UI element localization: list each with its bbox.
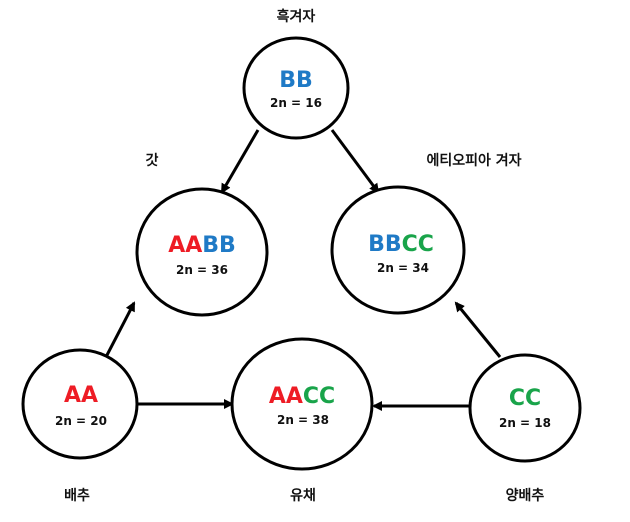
node-a-circle — [21, 348, 139, 460]
species-label-c: 양배추 — [506, 488, 545, 504]
species-label-bc: 에티오피아 겨자 — [426, 152, 521, 169]
node-a-genome-label: AA — [64, 383, 98, 408]
node-bc-genome: BBCC 2n = 34 — [330, 185, 466, 315]
node-a-chromosome-count: 2n = 20 — [55, 414, 107, 428]
node-a-genome-part-1: AA — [64, 383, 98, 408]
node-c-genome-part-1: CC — [509, 386, 541, 411]
node-ab-genome-label: AABB — [168, 233, 236, 258]
species-label-b: 흑겨자 — [277, 8, 316, 25]
node-ab-chromosome-count: 2n = 36 — [176, 263, 228, 277]
species-label-ac: 유채 — [290, 488, 316, 504]
node-bc-genome-part-2: CC — [402, 232, 434, 257]
arrow-a-to-ab — [104, 301, 136, 358]
node-bc-chromosome-count: 2n = 34 — [377, 261, 429, 275]
node-b-circle — [242, 36, 350, 140]
node-c-genome-label: CC — [509, 386, 541, 411]
node-c-chromosome-count: 2n = 18 — [499, 416, 551, 430]
node-ac-circle — [230, 337, 374, 471]
species-label-a: 배추 — [64, 488, 90, 504]
node-c-circle — [468, 353, 582, 463]
node-b-chromosome-count: 2n = 16 — [270, 96, 322, 110]
node-ac-chromosome-count: 2n = 38 — [277, 413, 329, 427]
node-a-genome: AA 2n = 20 — [21, 348, 139, 460]
arrow-c-to-bc — [454, 301, 502, 358]
node-bc-circle — [330, 185, 466, 315]
arrow-b-to-bc — [330, 129, 380, 194]
node-ac-genome: AACC 2n = 38 — [230, 337, 374, 471]
node-ac-genome-part-2: CC — [303, 384, 335, 409]
node-c-genome: CC 2n = 18 — [468, 353, 582, 463]
species-label-ab: 갓 — [146, 152, 159, 169]
node-ac-genome-label: AACC — [269, 384, 335, 409]
node-ab-genome: AABB 2n = 36 — [135, 187, 269, 317]
node-b-genome-label: BB — [279, 68, 313, 93]
node-b-genome-part-1: BB — [279, 68, 313, 93]
node-bc-genome-part-1: BB — [368, 232, 402, 257]
node-ac-genome-part-1: AA — [269, 384, 303, 409]
node-ab-circle — [135, 187, 269, 317]
arrow-b-to-ab — [220, 129, 260, 194]
node-bc-genome-label: BBCC — [368, 232, 434, 257]
node-ab-genome-part-1: AA — [168, 233, 202, 258]
node-ab-genome-part-2: BB — [202, 233, 236, 258]
node-b-genome: BB 2n = 16 — [242, 36, 350, 140]
